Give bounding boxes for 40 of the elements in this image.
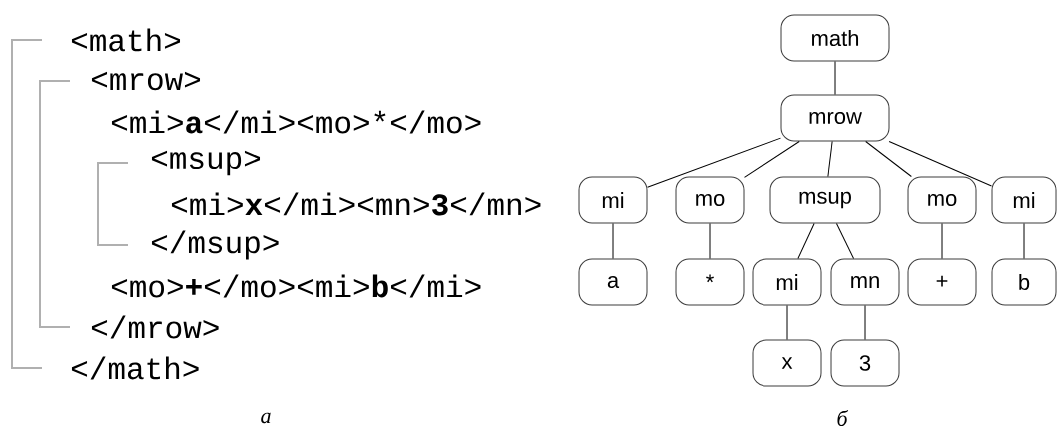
tree-edge xyxy=(834,61,836,95)
tree-node: mi xyxy=(991,176,1057,224)
tree-node: mrow xyxy=(780,94,890,142)
tree-edge xyxy=(865,141,912,177)
tree-edge xyxy=(744,141,800,178)
tree-node: mo xyxy=(907,176,977,224)
tree-node: x xyxy=(752,339,822,387)
tree-node: mn xyxy=(830,258,900,306)
tree-edge xyxy=(797,223,815,259)
code-line: <mi>a</mi><mo>*</mo> xyxy=(111,110,481,134)
code-line: <mo>+</mo><mi>b</mi> xyxy=(111,274,481,298)
tree-node: mo xyxy=(675,176,745,224)
tree-edge xyxy=(1023,223,1025,259)
tree-edge xyxy=(864,305,866,340)
caption: а xyxy=(261,412,271,424)
code-line: <mi>x</mi><mn>3</mn> xyxy=(171,192,541,216)
code-line: <msup> xyxy=(151,150,260,176)
code-line: </math> xyxy=(71,356,199,380)
tree-node: 3 xyxy=(830,339,900,387)
tree-node: a xyxy=(578,258,648,306)
tree-node: math xyxy=(780,14,890,62)
tree-node: * xyxy=(675,258,745,306)
tree-edge xyxy=(786,305,788,340)
tree-edge xyxy=(835,223,855,259)
tree-node: b xyxy=(991,258,1057,306)
code-line: <math> xyxy=(71,28,180,52)
code-line: </mrow> xyxy=(91,315,219,339)
code-line: </msup> xyxy=(151,230,279,260)
tree-node: + xyxy=(907,258,977,306)
tree-edge xyxy=(827,141,833,177)
tree-node: mi xyxy=(578,176,648,224)
tree-edge xyxy=(941,223,943,259)
tree-node: mi xyxy=(752,258,822,306)
tree-edge xyxy=(647,137,781,188)
tree-edge xyxy=(888,141,992,187)
tree-node: msup xyxy=(769,176,881,224)
code-line: <mrow> xyxy=(91,71,200,91)
tree-edge xyxy=(709,223,711,259)
caption: б xyxy=(837,410,849,426)
tree-edge xyxy=(612,223,614,259)
